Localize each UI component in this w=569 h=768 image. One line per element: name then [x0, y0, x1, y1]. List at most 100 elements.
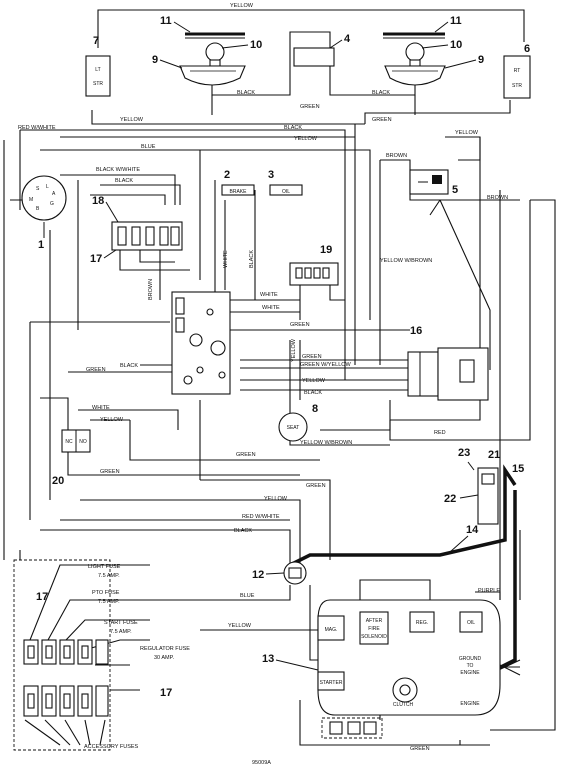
lt-label: LT — [95, 67, 100, 73]
svg-text:FIRE: FIRE — [368, 626, 380, 632]
svg-text:WHITE: WHITE — [260, 292, 278, 298]
regulator-fuse-label: REGULATOR FUSE — [140, 646, 190, 652]
start-fuse-amp: 7.5 AMP. — [110, 629, 132, 635]
svg-text:GREEN: GREEN — [86, 367, 106, 373]
svg-text:GREEN W/YELLOW: GREEN W/YELLOW — [300, 362, 352, 368]
callout-8: 8 — [312, 403, 318, 415]
starter-solenoid — [283, 561, 307, 585]
svg-text:TO: TO — [467, 663, 474, 669]
callout-15: 15 — [512, 463, 524, 475]
callout-18: 18 — [92, 195, 104, 207]
svg-text:BROWN: BROWN — [148, 279, 154, 300]
brake-switch: BRAKE — [221, 184, 255, 196]
oil-pressure-box — [459, 611, 483, 633]
svg-text:MAG.: MAG. — [325, 627, 338, 633]
positive-battery-cable — [289, 464, 517, 567]
svg-text:GREEN: GREEN — [410, 746, 430, 752]
callout-4: 4 — [344, 33, 351, 45]
svg-text:YELLOW: YELLOW — [100, 417, 124, 423]
left-headlight-bulb-reflector — [185, 32, 245, 39]
fuse-legend: LIGHT FUSE 7.5 AMP. PTO FUSE 7.5 AMP. ST… — [13, 559, 190, 751]
battery-cables — [289, 464, 521, 676]
svg-text:YELLOW: YELLOW — [230, 3, 254, 9]
diagram-id: 95009A — [252, 760, 271, 766]
callout-17-legend-top: 17 — [36, 591, 48, 603]
pto-fuse-amp: 7.5 AMP. — [98, 599, 120, 605]
rt-label: RT — [514, 68, 521, 74]
callout-11-left: 11 — [160, 15, 172, 27]
svg-text:B: B — [36, 206, 40, 212]
svg-text:WHITE: WHITE — [92, 405, 110, 411]
svg-text:BLACK: BLACK — [249, 250, 255, 268]
svg-text:GREEN: GREEN — [100, 469, 120, 475]
svg-text:WHITE: WHITE — [262, 305, 280, 311]
svg-text:BLACK: BLACK — [234, 528, 252, 534]
svg-text:ENGINE: ENGINE — [460, 701, 480, 707]
fuse-block — [111, 221, 183, 251]
callout-3: 3 — [268, 169, 274, 181]
magneto-box — [317, 615, 345, 641]
svg-text:GREEN: GREEN — [300, 104, 320, 110]
svg-text:PURPLE: PURPLE — [478, 588, 500, 594]
engine-connector — [321, 717, 383, 739]
callout-9-left: 9 — [152, 54, 158, 66]
fuse-legend-frame — [13, 559, 111, 751]
svg-text:YELLOW: YELLOW — [264, 496, 288, 502]
control-module — [171, 291, 231, 395]
svg-text:A: A — [52, 191, 56, 197]
svg-text:OIL: OIL — [282, 189, 290, 195]
callout-numbers: 11 11 10 10 9 9 4 7 6 2 3 5 1 18 17 19 1… — [36, 15, 530, 699]
callout-17-fuse-block: 17 — [90, 253, 102, 265]
svg-text:SOLENOID: SOLENOID — [361, 634, 387, 640]
svg-text:BLACK: BLACK — [304, 390, 322, 396]
svg-text:GREEN: GREEN — [306, 483, 326, 489]
callout-14: 14 — [466, 524, 479, 536]
light-fuse-amp: 7.5 AMP. — [98, 573, 120, 579]
callout-19: 19 — [320, 244, 332, 256]
svg-text:NO: NO — [79, 439, 87, 445]
after-fire-solenoid — [359, 611, 389, 645]
svg-text:RED: RED — [434, 430, 446, 436]
svg-text:GREEN: GREEN — [372, 117, 392, 123]
diode-pack — [289, 262, 339, 286]
callout-2: 2 — [224, 169, 230, 181]
svg-text:YELLOW: YELLOW — [302, 378, 326, 384]
svg-text:REG.: REG. — [416, 620, 428, 626]
left-headlight-bulb — [205, 42, 225, 67]
callout-16: 16 — [410, 325, 422, 337]
svg-text:BROWN: BROWN — [386, 153, 407, 159]
svg-text:G: G — [50, 201, 54, 207]
svg-text:RED W/WHITE: RED W/WHITE — [242, 514, 280, 520]
svg-text:BROWN: BROWN — [487, 195, 508, 201]
callout-10-right: 10 — [450, 39, 462, 51]
callout-22: 22 — [444, 493, 456, 505]
svg-text:GREEN: GREEN — [290, 322, 310, 328]
callout-1: 1 — [38, 239, 44, 251]
lt-str-label: STR — [93, 81, 103, 87]
svg-text:OIL: OIL — [467, 620, 475, 626]
left-starter-ballast: LT STR — [85, 55, 111, 97]
seat-switch: SEAT — [278, 412, 308, 442]
engine-block: MAG. AFTER FIRE SOLENOID REG. OIL GROUND… — [317, 599, 501, 716]
svg-text:WHITE: WHITE — [223, 250, 229, 268]
svg-text:YELLOW W/BROWN: YELLOW W/BROWN — [300, 440, 352, 446]
harness-connector — [407, 347, 489, 401]
callout-23: 23 — [458, 447, 470, 459]
svg-text:RED W/WHITE: RED W/WHITE — [18, 125, 56, 131]
fuse-row-top — [23, 639, 109, 665]
callout-9-right: 9 — [478, 54, 484, 66]
svg-text:YELLOW: YELLOW — [228, 623, 252, 629]
oil-sensor: OIL — [269, 184, 303, 196]
relay — [409, 169, 449, 195]
svg-text:YELLOW: YELLOW — [291, 338, 297, 362]
svg-text:YELLOW: YELLOW — [294, 136, 318, 142]
svg-text:GROUND: GROUND — [459, 656, 482, 662]
svg-text:NC: NC — [65, 439, 73, 445]
svg-text:BRAKE: BRAKE — [230, 189, 248, 195]
svg-text:YELLOW: YELLOW — [120, 117, 144, 123]
callout-7: 7 — [93, 35, 99, 47]
right-headlight-bulb — [405, 42, 425, 67]
svg-text:M: M — [29, 197, 33, 203]
pto-fuse-label: PTO FUSE — [92, 590, 120, 596]
